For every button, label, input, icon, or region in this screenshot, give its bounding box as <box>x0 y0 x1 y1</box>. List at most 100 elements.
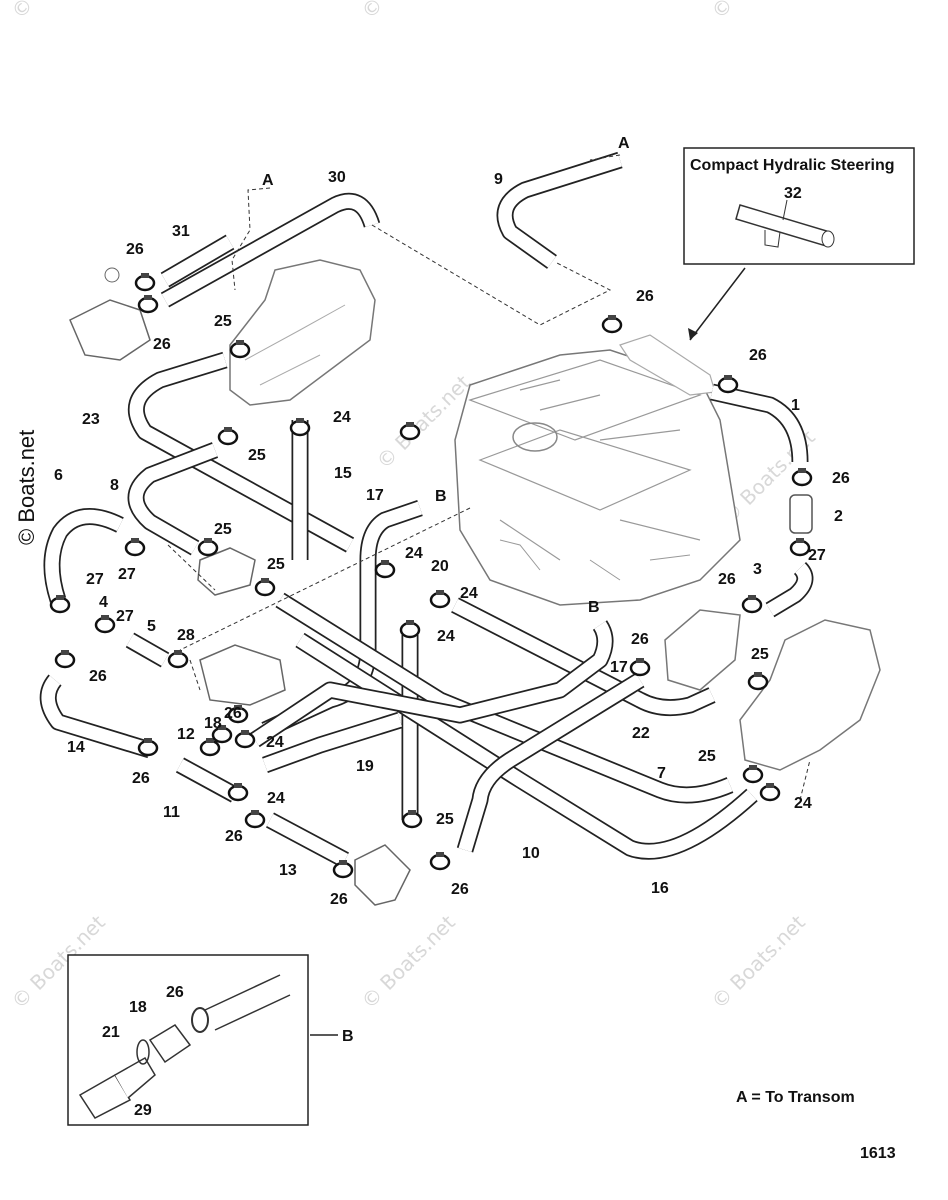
hose-clamp <box>137 738 159 757</box>
callout-24: 24 <box>460 585 478 602</box>
inset-callout-21: 21 <box>102 1024 120 1041</box>
callout-A: A <box>262 172 274 189</box>
callout-17: 17 <box>610 659 628 676</box>
hose-clamp <box>332 860 354 879</box>
hose <box>451 597 716 717</box>
inset-steering: Compact Hydralic Steering 32 <box>683 147 915 341</box>
hose <box>275 592 734 804</box>
hose-clamp <box>717 375 739 394</box>
hose-clamp <box>229 340 251 359</box>
hose-clamp <box>629 658 651 677</box>
callout-26: 26 <box>126 241 144 258</box>
hose-clamp <box>134 273 156 292</box>
hose-clamp <box>254 578 276 597</box>
callout-9: 9 <box>494 171 503 188</box>
hose-clamp <box>401 810 423 829</box>
hose <box>175 757 240 803</box>
callout-22: 22 <box>632 725 650 742</box>
hose-clamp <box>601 315 623 334</box>
callout-12: 12 <box>177 726 195 743</box>
watermark: © Boats.net <box>707 0 810 24</box>
dashed-routing-lines <box>167 154 811 801</box>
tee-fitting <box>354 844 411 906</box>
hose-clamp <box>234 730 256 749</box>
hose-clamp <box>137 295 159 314</box>
watermark: © Boats.net <box>7 0 110 24</box>
hose-clamp <box>742 765 764 784</box>
hose-clamp <box>399 620 421 639</box>
callout-28: 28 <box>177 627 195 644</box>
callout-25: 25 <box>248 447 266 464</box>
hose <box>43 508 124 603</box>
callout-4: 4 <box>99 594 108 611</box>
callout-25: 25 <box>214 313 232 330</box>
hose-clamp <box>227 705 249 724</box>
callout-26: 26 <box>636 288 654 305</box>
inset-b-label: B <box>342 1028 354 1045</box>
callout-27: 27 <box>808 547 826 564</box>
engine-block <box>454 349 741 606</box>
callout-19: 19 <box>356 758 374 775</box>
callout-27: 27 <box>118 566 136 583</box>
hose-clamp <box>244 810 266 829</box>
callout-26: 26 <box>89 668 107 685</box>
callout-11: 11 <box>163 804 180 821</box>
hose <box>496 151 623 269</box>
callout-26: 26 <box>132 770 150 787</box>
callout-25: 25 <box>267 556 285 573</box>
exhaust-manifold-left <box>229 259 376 406</box>
callout-27: 27 <box>86 571 104 588</box>
hose <box>262 711 403 773</box>
water-pump <box>69 299 151 361</box>
hose-clamp <box>54 650 76 669</box>
callout-26: 26 <box>631 631 649 648</box>
callout-20: 20 <box>431 558 449 575</box>
callout-30: 30 <box>328 169 346 186</box>
hose-clamp <box>167 650 189 669</box>
hose-clamp <box>429 590 451 609</box>
hose-clamp <box>791 468 813 487</box>
hose-clamp <box>199 738 221 757</box>
callout-B: B <box>435 488 447 505</box>
hose <box>295 632 758 860</box>
cooler <box>664 609 741 691</box>
callout-24: 24 <box>267 790 285 807</box>
callout-26: 26 <box>718 571 736 588</box>
callout-7: 7 <box>657 765 666 782</box>
components <box>69 259 881 906</box>
hose <box>39 674 153 759</box>
hose-clamp <box>227 783 249 802</box>
hose-clamp <box>124 538 146 557</box>
watermark-vertical: © Boats.net <box>14 430 39 545</box>
hose <box>125 632 170 668</box>
hose <box>160 192 381 308</box>
callout-B: B <box>588 599 600 616</box>
inset-callout-26: 26 <box>166 984 184 1001</box>
callout-26: 26 <box>153 336 171 353</box>
hose-clamp <box>747 672 769 691</box>
callout-16: 16 <box>651 880 669 897</box>
callout-32: 32 <box>784 185 802 202</box>
inset-callout-18: 18 <box>129 999 147 1016</box>
callout-31: 31 <box>172 223 190 240</box>
callout-25: 25 <box>751 646 769 663</box>
legend-note: A = To Transom <box>736 1089 855 1106</box>
callout-6: 6 <box>54 467 63 484</box>
hose-clamp <box>789 538 811 557</box>
callout-26: 26 <box>330 891 348 908</box>
callout-26: 26 <box>225 828 243 845</box>
watermark: © Boats.net <box>357 0 460 24</box>
hose <box>127 351 355 553</box>
inset-b: B 26 18 21 29 <box>67 954 354 1126</box>
hose-clamp <box>211 725 233 744</box>
callout-23: 23 <box>82 411 100 428</box>
exhaust-manifold-right <box>739 619 881 771</box>
callout-25: 25 <box>214 521 232 538</box>
callout-26: 26 <box>832 470 850 487</box>
hose-clamp <box>374 560 396 579</box>
callout-1: 1 <box>791 397 800 414</box>
hose <box>765 561 814 618</box>
hose <box>250 620 614 748</box>
hose <box>710 383 809 463</box>
callout-14: 14 <box>67 739 85 756</box>
